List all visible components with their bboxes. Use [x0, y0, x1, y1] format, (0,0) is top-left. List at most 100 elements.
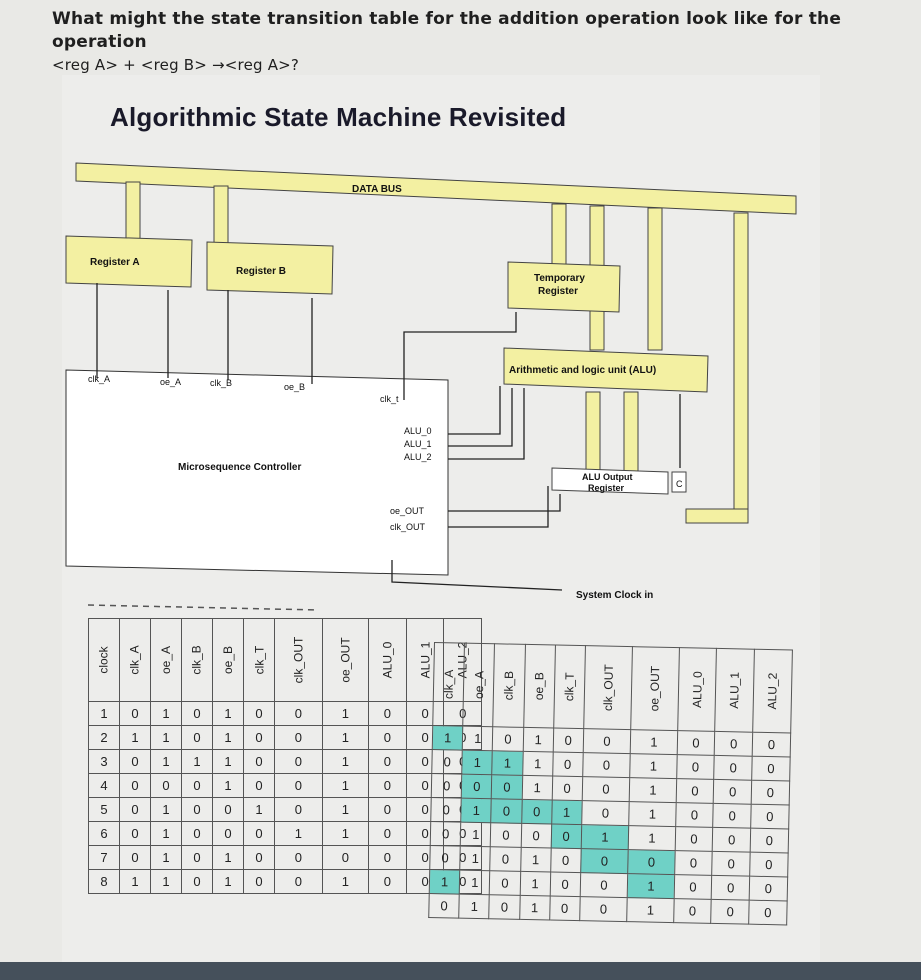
table-cell: 0 — [368, 869, 407, 894]
table-cell: 1 — [628, 825, 676, 851]
table-cell: 1 — [460, 846, 491, 871]
temp-register-label-2: Register — [538, 286, 578, 297]
table-cell: 0 — [119, 749, 151, 774]
table-cell: 0 — [243, 845, 275, 870]
signal-clk-a: clk_A — [88, 374, 110, 384]
table-cell: 0 — [521, 799, 552, 824]
table-cell: 1 — [462, 726, 494, 751]
question-line-2: <reg A> + <reg B> →<reg A>? — [52, 56, 300, 74]
table-cell: 1 — [150, 845, 182, 870]
table-cell: 0 — [430, 797, 462, 823]
table-cell: 1 — [460, 822, 492, 847]
table-row: 30111001000 — [88, 749, 483, 774]
signal-alu-1: ALU_1 — [404, 439, 432, 449]
taskbar-strip — [0, 962, 921, 980]
signal-clk-b: clk_B — [210, 378, 232, 388]
column-header: clock — [88, 618, 120, 702]
table-cell: 0 — [243, 701, 275, 726]
table-cell: 0 — [673, 898, 712, 924]
table-cell: 0 — [274, 845, 323, 870]
table-cell: 0 — [212, 797, 244, 822]
column-header: clk_B — [181, 618, 213, 702]
table-cell: 1 — [119, 725, 151, 750]
table-cell: 0 — [713, 779, 752, 805]
register-b — [206, 241, 334, 295]
column-header: ALU_0 — [368, 618, 407, 702]
table-cell: 0 — [119, 773, 151, 798]
table-cell: 1 — [150, 701, 182, 726]
table-cell: 6 — [88, 821, 120, 846]
table-cell: 0 — [711, 899, 750, 925]
databus-label-group: DATA BUS — [352, 184, 402, 195]
table-cell: 1 — [321, 773, 370, 798]
table-cell: 0 — [274, 725, 323, 750]
table-cell: 0 — [431, 773, 463, 799]
table-cell: 0 — [711, 875, 750, 901]
table-cell: 1 — [321, 797, 370, 822]
table-cell: 0 — [581, 776, 631, 802]
table-cell: 0 — [212, 821, 244, 846]
table-cell: 0 — [368, 701, 407, 726]
temp-register-label-1: Temporary — [534, 273, 585, 284]
table-cell: 1 — [461, 798, 492, 823]
table-cell: 3 — [88, 749, 120, 774]
signal-alu-0: ALU_0 — [404, 426, 432, 436]
controller-label: Microsequence Controller — [178, 462, 301, 473]
register-b-label: Register B — [236, 266, 286, 277]
table-cell: 1 — [519, 871, 551, 896]
column-header: oe_B — [523, 644, 556, 729]
table-cell: 0 — [714, 731, 753, 757]
table-cell: 1 — [212, 869, 244, 894]
table-cell: 0 — [580, 848, 629, 874]
table-cell: 0 — [368, 749, 407, 774]
table-cell: 4 — [88, 773, 120, 798]
table-cell: 1 — [274, 821, 323, 846]
column-header: clk_A — [119, 618, 151, 702]
table-cell: 1 — [492, 750, 523, 776]
column-header: clk_T — [243, 618, 275, 702]
table-cell: 5 — [88, 797, 120, 822]
table-cell: 0 — [551, 776, 583, 801]
table-cell: 0 — [628, 849, 675, 875]
signal-clk-t: clk_t — [380, 394, 399, 404]
table-cell: 1 — [459, 894, 490, 919]
table-cell: 0 — [673, 874, 713, 900]
table-cell: 1 — [629, 777, 677, 803]
table-cell: 1 — [630, 729, 678, 755]
table-cell: 0 — [443, 701, 483, 726]
table-cell: 0 — [490, 846, 521, 872]
table-cell: 0 — [675, 802, 714, 828]
table-cell: 0 — [674, 850, 713, 876]
table-cell: 0 — [243, 821, 275, 846]
table-cell: 0 — [430, 821, 462, 847]
table-cell: 0 — [461, 774, 493, 799]
table-cell: 0 — [405, 701, 445, 726]
table-cell: 1 — [150, 725, 182, 750]
column-header: clk_A — [432, 642, 465, 727]
carry-label: C — [676, 479, 683, 489]
table-cell: 0 — [713, 803, 752, 829]
table-cell: 1 — [321, 869, 370, 894]
table-cell: 1 — [150, 821, 182, 846]
column-header: oe_A — [463, 643, 495, 727]
table-cell: 0 — [119, 821, 151, 846]
table-cell: 0 — [749, 876, 788, 901]
table-cell: 0 — [751, 756, 790, 781]
table-cell: 0 — [181, 773, 213, 798]
signal-oe-a: oe_A — [160, 377, 181, 387]
table-cell: 0 — [181, 845, 213, 870]
table-cell: 1 — [627, 897, 674, 923]
table-cell: 1 — [629, 801, 676, 827]
table-cell: 1 — [627, 873, 675, 899]
register-a — [65, 235, 193, 288]
table-cell: 8 — [88, 869, 120, 894]
table-cell: 0 — [428, 893, 460, 919]
table-cell: 1 — [519, 895, 550, 920]
table-cell: 0 — [552, 728, 584, 753]
column-header: oe_OUT — [321, 618, 370, 702]
